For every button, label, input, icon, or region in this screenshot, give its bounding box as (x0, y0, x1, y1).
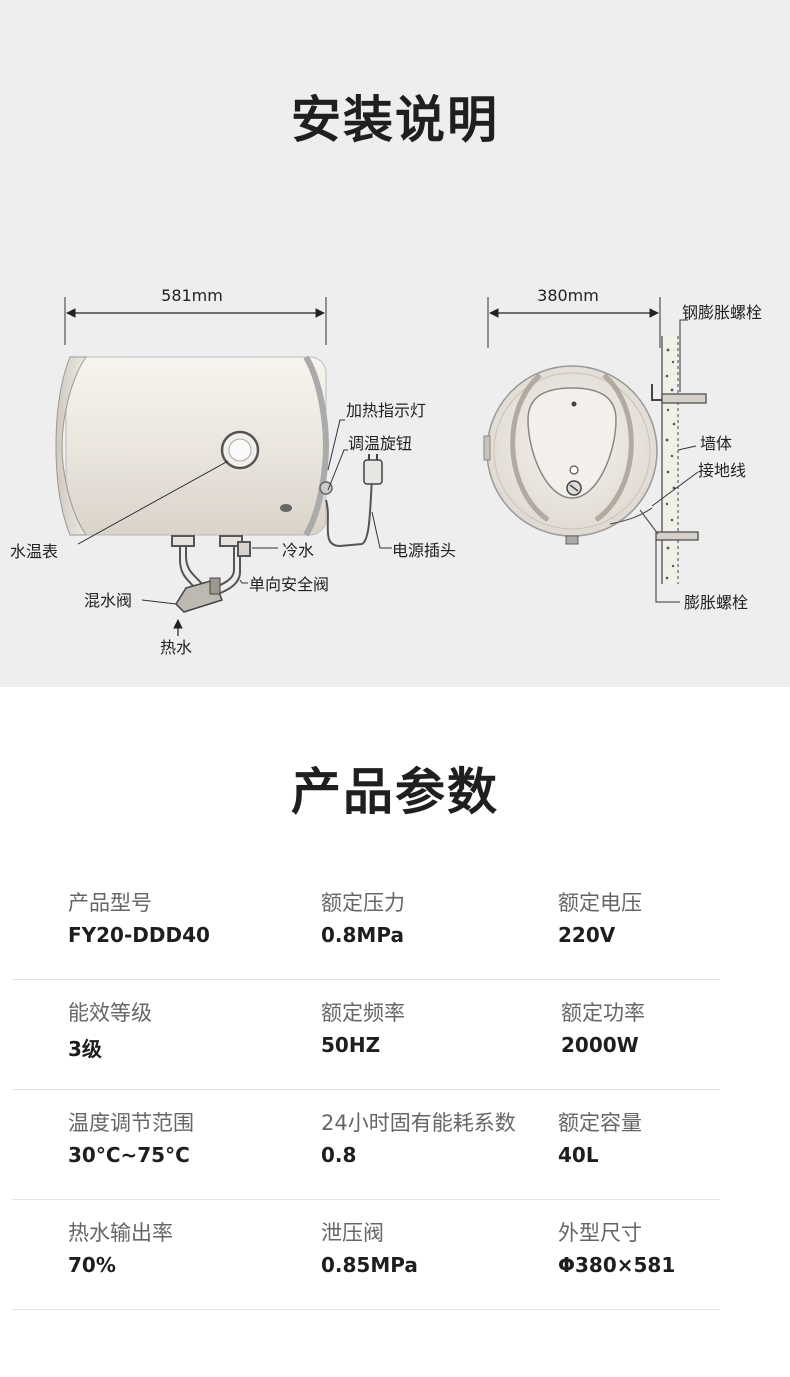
label-expansion-bolt: 膨胀螺栓 (684, 593, 748, 612)
spec-label: 额定压力 (321, 891, 405, 915)
spec-label: 温度调节范围 (68, 1111, 194, 1135)
spec-value: 50HZ (321, 1033, 381, 1057)
spec-label: 外型尺寸 (558, 1221, 642, 1245)
power-plug (363, 459, 383, 485)
side-view: 581mm (10, 286, 456, 657)
spec-label: 额定容量 (558, 1111, 642, 1135)
label-cold-water: 冷水 (282, 541, 314, 560)
left-end-cap (55, 356, 87, 536)
steel-expansion-bolt (661, 393, 707, 404)
installation-diagram: 581mm (10, 286, 762, 657)
spec-row: 温度调节范围 30°C~75°C 24小时固有能耗系数 0.8 额定容量 40L (12, 1089, 720, 1200)
spec-label: 额定电压 (558, 891, 642, 915)
label-mixing-valve: 混水阀 (84, 591, 132, 610)
spec-value: Φ380×581 (558, 1253, 676, 1277)
label-hot-water: 热水 (160, 638, 192, 657)
install-section: 安装说明 581mm (0, 0, 790, 687)
spec-label: 能效等级 (68, 1001, 152, 1025)
label-temp-knob: 调温旋钮 (348, 434, 412, 453)
pipes (171, 535, 251, 595)
label-ground-wire: 接地线 (698, 461, 746, 480)
wall (661, 336, 679, 584)
expansion-bolt (655, 531, 699, 541)
spec-value: FY20-DDD40 (68, 923, 210, 947)
spec-row: 产品型号 FY20-DDD40 额定压力 0.8MPa 额定电压 220V (12, 869, 720, 980)
spec-value: 3级 (68, 1037, 102, 1061)
spec-value: 2000W (561, 1033, 639, 1057)
length-dimension: 581mm (161, 286, 223, 305)
spec-value: 70% (68, 1253, 116, 1277)
spec-value: 30°C~75°C (68, 1143, 190, 1167)
spec-value: 0.8MPa (321, 923, 404, 947)
spec-label: 24小时固有能耗系数 (321, 1111, 516, 1135)
spec-label: 额定功率 (561, 1001, 645, 1025)
label-steel-expansion-bolt: 钢膨胀螺栓 (682, 303, 762, 322)
spec-value: 0.85MPa (321, 1253, 418, 1277)
spec-label: 产品型号 (68, 891, 152, 915)
label-power-plug: 电源插头 (392, 541, 456, 560)
spec-value: 0.8 (321, 1143, 357, 1167)
spec-label: 额定频率 (321, 1001, 405, 1025)
label-check-valve: 单向安全阀 (249, 575, 329, 594)
control-panel (527, 387, 617, 499)
spec-row: 能效等级 3级 额定频率 50HZ 额定功率 2000W (12, 979, 720, 1090)
spec-row: 热水输出率 70% 泄压阀 0.85MPa 外型尺寸 Φ380×581 (12, 1199, 720, 1310)
right-end-cap (303, 355, 330, 537)
front-view: 380mm (483, 286, 762, 612)
params-title: 产品参数 (291, 763, 499, 821)
spec-label: 泄压阀 (321, 1221, 384, 1245)
label-heating-indicator: 加热指示灯 (346, 401, 426, 420)
label-wall: 墙体 (700, 434, 732, 453)
install-title: 安装说明 (291, 91, 499, 149)
diameter-dimension: 380mm (537, 286, 599, 305)
label-water-temp-gauge: 水温表 (10, 542, 58, 561)
spec-value: 220V (558, 923, 616, 947)
spec-value: 40L (558, 1143, 599, 1167)
spec-label: 热水输出率 (68, 1221, 173, 1245)
